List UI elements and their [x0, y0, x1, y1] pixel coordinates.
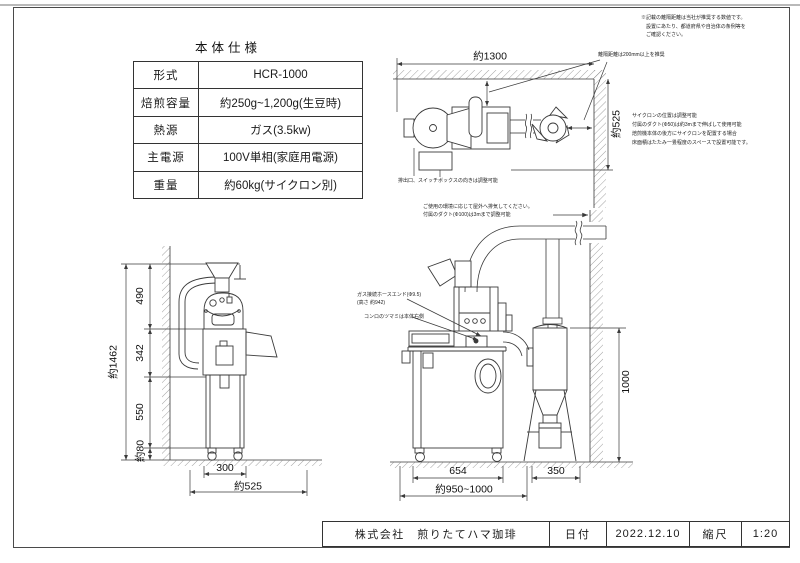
clearance-note: 離隔距離は200mm以上を推奨 [598, 52, 665, 58]
left-wall-hatch [162, 246, 170, 460]
dim-front-bottom [189, 466, 308, 496]
gas-height-note: (高さ 約942) [357, 300, 386, 306]
spec-table: 形式 HCR-1000 焙煎容量 約250g~1,200g(生豆時) 熱源 ガス… [133, 60, 363, 200]
table-row: 重量 約60kg(サイクロン別) [133, 170, 363, 200]
knob-note: コンロのツマミは本体右側 [364, 314, 425, 320]
date-label: 日付 [549, 522, 606, 546]
dim-front-heights [121, 263, 240, 461]
table-row: 熱源 ガス(3.5kw) [133, 115, 363, 145]
top-wall-hatch [393, 70, 606, 79]
dim-cyclone-width-label: 350 [547, 465, 565, 477]
title-block: 株式会社 煎りたてハマ珈琲 日付 2022.12.10 縮尺 1:20 [322, 521, 790, 547]
spec-label: 熱源 [133, 115, 199, 145]
dim-h1-label: 490 [134, 287, 146, 305]
date-value: 2022.12.10 [606, 522, 689, 546]
right-wall-hatch [594, 70, 606, 208]
spec-value: 約60kg(サイクロン別) [198, 170, 363, 200]
dim-h3-label: 550 [134, 403, 146, 421]
dim-top-depth [511, 78, 613, 171]
dim-total-height-label: 約1462 [107, 345, 120, 379]
disclaimer-note: ※記載の離隔距離は当社が推奨する数値です。 設置にあたり、都道府県や自治体の条例… [641, 14, 746, 40]
cyclone-separator [523, 324, 577, 462]
disclaimer-line-2: 設置にあたり、都道府県や自治体の条例等を [646, 23, 746, 30]
roaster-front-view [178, 262, 278, 461]
cyclone-note-line-2: 付属のダクト(Φ50)は約3mまで伸ばして使用可能 [632, 122, 742, 128]
page-edge-shadow [0, 4, 800, 6]
main-ground-hatch [390, 462, 633, 468]
dim-front-depth-label: 約525 [233, 480, 263, 493]
dim-main-bottom [399, 466, 581, 501]
cyclone-inlet-pipe [502, 331, 530, 357]
gas-burner [465, 335, 488, 348]
drawing-border-frame [13, 7, 790, 548]
outlet-note: 排出口、スイッチボックスの向きは調整可能 [398, 178, 498, 184]
spec-label: 焙煎容量 [133, 88, 199, 117]
spec-label: 主電源 [133, 143, 199, 172]
cyclone-note-line-4: 床面積はたたみ一畳程度のスペースで設置可能です。 [632, 140, 751, 146]
table-row: 主電源 100V単相(家庭用電源) [133, 143, 363, 172]
dim-top-depth-label: 約525 [610, 109, 623, 139]
spec-label: 形式 [133, 60, 199, 90]
main-view-drawing [390, 210, 633, 501]
cyclone-riser-duct [542, 239, 563, 328]
table-row: 形式 HCR-1000 [133, 60, 363, 90]
dim-h4-label: 約80 [134, 439, 147, 463]
gas-hose-note: ガス接続ホースエンド(Φ9.5) [357, 292, 422, 298]
top-view-drawing [393, 58, 613, 208]
company-name: 株式会社 煎りたてハマ珈琲 [354, 529, 518, 541]
dim-body-width-label: 654 [449, 465, 467, 477]
dim-total-width-label: 約950~1000 [435, 483, 493, 496]
front-view-drawing [121, 246, 322, 496]
disclaimer-line-1: ※記載の離隔距離は当社が推奨する数値です。 [641, 15, 746, 21]
scale-value: 1:20 [741, 522, 789, 546]
drum-door [211, 313, 235, 326]
spec-value: ガス(3.5kw) [198, 115, 363, 145]
roaster-side-view [401, 258, 513, 462]
clearance-arrows [485, 59, 608, 130]
outlet-note-leaders [413, 148, 441, 177]
dim-cyclone-height-label: 1000 [620, 370, 632, 394]
exhaust-note-line-2: 付属のダクト(Φ100)は3mまで調整可能 [423, 211, 511, 218]
chaff-collection-box [538, 422, 562, 449]
spec-table-title: 本体仕様 [194, 41, 261, 55]
cyclone-note: サイクロンの位置は調整可能 付属のダクト(Φ50)は約3mまで伸ばして使用可能 … [632, 112, 751, 148]
spec-label: 重量 [133, 170, 199, 200]
pressure-gauge [209, 299, 217, 307]
cyclone-note-line-3: 焙煎機本体の後方にサイクロンを配置する場合 [632, 131, 737, 137]
table-row: 焙煎容量 約250g~1,200g(生豆時) [133, 88, 363, 117]
left-ground-hatch [162, 460, 322, 466]
disclaimer-line-3: ご確認ください。 [646, 32, 687, 38]
spec-value: HCR-1000 [198, 60, 363, 90]
scale-label: 縮尺 [689, 522, 741, 546]
dim-base-label: 300 [216, 462, 234, 474]
cyclone-note-line-1: サイクロンの位置は調整可能 [632, 113, 697, 119]
gas-note-leaders [406, 298, 482, 341]
main-wall-hatch [590, 210, 603, 462]
dim-h2-label: 342 [134, 344, 146, 362]
roaster-top-view [403, 96, 511, 171]
dim-cyclone-height [570, 327, 626, 462]
dim-top-width [396, 58, 594, 112]
switch-box-top [418, 151, 453, 171]
cyclone-top-view [531, 106, 570, 144]
exhaust-duct [464, 220, 608, 293]
exhaust-note: ご使用の環境に応じて屋外へ排気してください。 付属のダクト(Φ100)は3mまで… [423, 204, 533, 219]
dim-top-width-label: 約1300 [473, 50, 507, 63]
spec-value: 100V単相(家庭用電源) [198, 143, 363, 172]
exhaust-note-line-1: ご使用の環境に応じて屋外へ排気してください。 [423, 204, 533, 210]
spec-value: 約250g~1,200g(生豆時) [198, 88, 363, 117]
